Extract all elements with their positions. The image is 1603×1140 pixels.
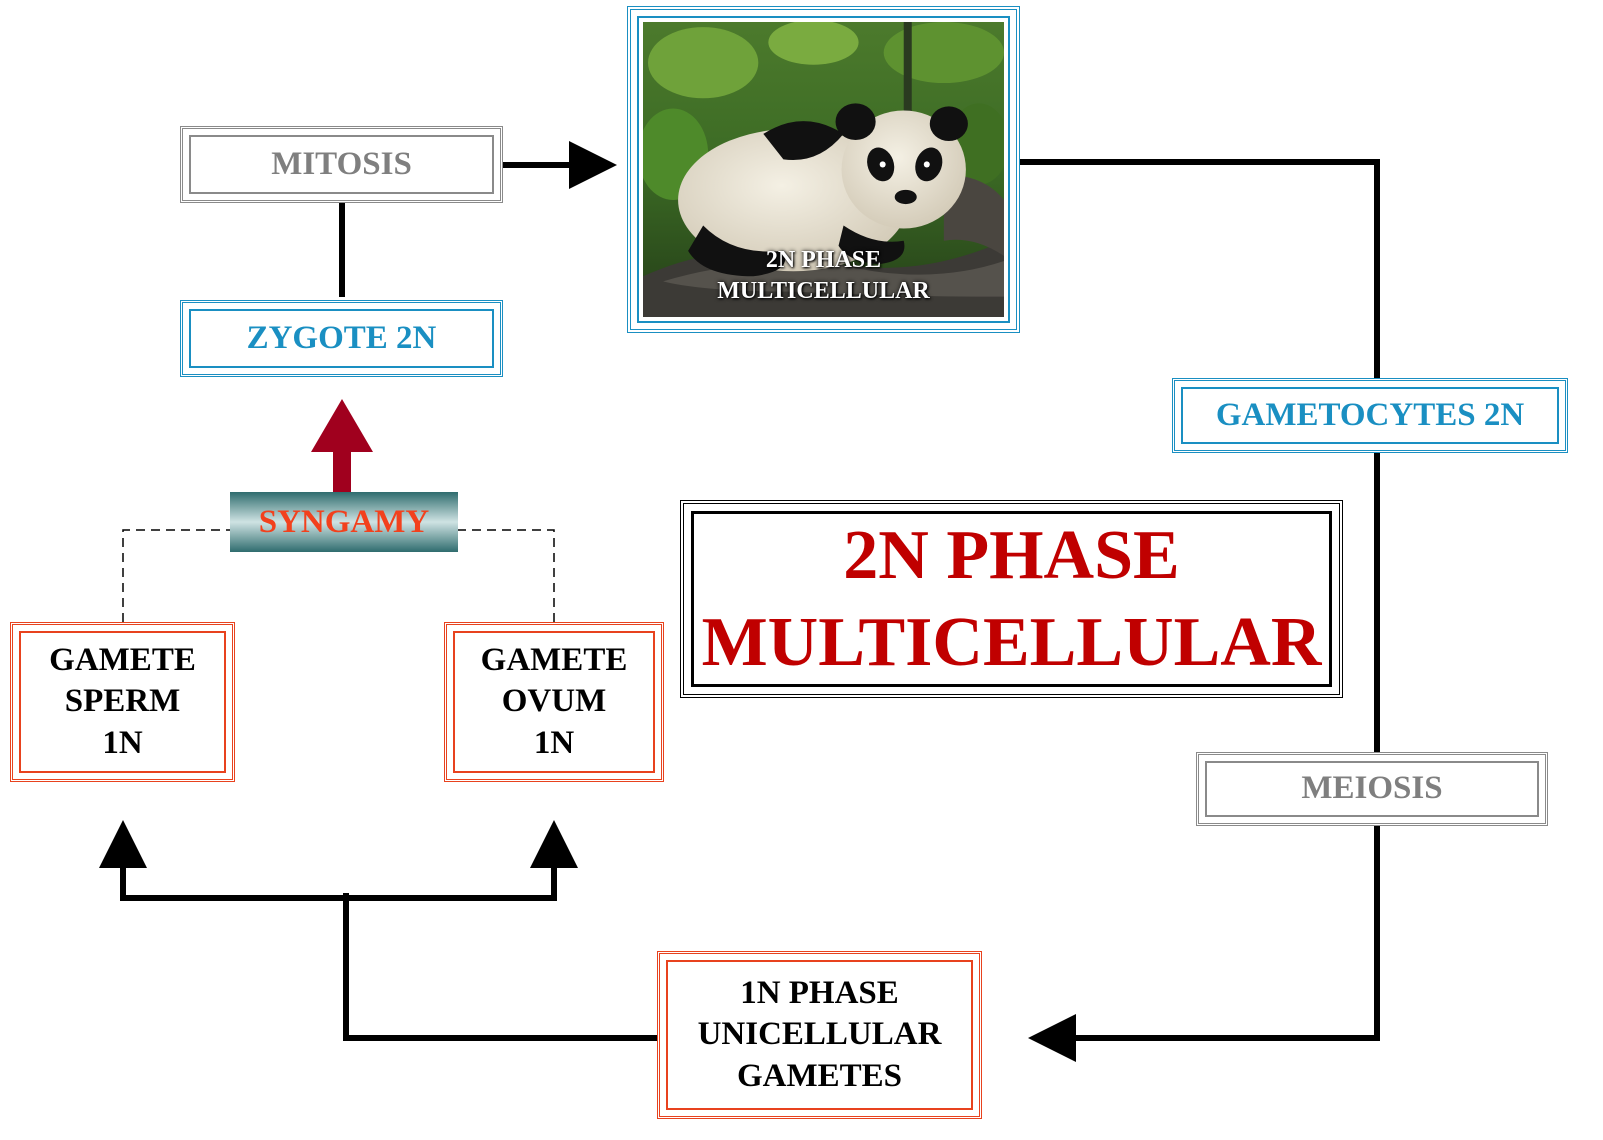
line-2n-to-gametocytes (1020, 159, 1380, 378)
zygote-label: ZYGOTE 2N (246, 319, 437, 356)
gamete-sperm-box: GAMETE SPERM 1N (10, 622, 235, 782)
gamete-ovum-box: GAMETE OVUM 1N (444, 622, 664, 782)
meiosis-label: MEIOSIS (1301, 770, 1443, 807)
title-label: 2N PHASE MULTICELLULAR (702, 512, 1322, 687)
phase-1n-line-2: UNICELLULAR (697, 1016, 942, 1053)
gamete-sperm-line-2: SPERM (64, 683, 181, 720)
arrow-branch-to-ovum (346, 820, 578, 901)
gamete-ovum-label: GAMETE OVUM 1N (481, 640, 628, 764)
gametocytes-label: GAMETOCYTES 2N (1215, 396, 1525, 433)
panda-photo-box: 2N PHASE MULTICELLULAR (627, 6, 1020, 333)
mitosis-label: MITOSIS (271, 145, 412, 182)
syngamy-label: SYNGAMY (258, 503, 430, 540)
gamete-ovum-line-3: 1N (533, 724, 575, 761)
gamete-sperm-label: GAMETE SPERM 1N (49, 640, 196, 764)
gametocytes-box: GAMETOCYTES 2N (1172, 378, 1568, 453)
dashed-ovum-to-syngamy (458, 529, 555, 622)
gamete-sperm-line-3: 1N (102, 724, 143, 761)
panda-photo (643, 22, 1004, 317)
phase-1n-box: 1N PHASE UNICELLULAR GAMETES (657, 951, 982, 1119)
arrow-branch-to-sperm (99, 820, 346, 901)
photo-caption: 2N PHASE MULTICELLULAR (631, 245, 1016, 307)
title-box: 2N PHASE MULTICELLULAR (680, 500, 1343, 698)
zygote-box: ZYGOTE 2N (180, 300, 503, 377)
mitosis-box: MITOSIS (180, 126, 503, 203)
meiosis-box: MEIOSIS (1196, 752, 1548, 826)
gamete-ovum-line-1: GAMETE (480, 642, 628, 679)
dashed-sperm-to-syngamy (122, 529, 230, 622)
syngamy-box: SYNGAMY (230, 492, 458, 552)
gamete-sperm-line-1: GAMETE (49, 642, 196, 679)
line-1n-to-branch (343, 893, 670, 1041)
title-line-2: MULTICELLULAR (701, 604, 1322, 681)
photo-caption-line-1: 2N PHASE (765, 246, 882, 273)
phase-1n-label: 1N PHASE UNICELLULAR GAMETES (698, 973, 942, 1097)
photo-caption-line-2: MULTICELLULAR (717, 277, 930, 304)
arrow-meiosis-to-1n (1028, 826, 1380, 1062)
phase-1n-line-3: GAMETES (736, 1057, 903, 1094)
arrow-syngamy-to-zygote (311, 399, 373, 492)
phase-1n-line-1: 1N PHASE (740, 975, 899, 1012)
gamete-ovum-line-2: OVUM (501, 683, 607, 720)
title-line-1: 2N PHASE (843, 516, 1180, 594)
